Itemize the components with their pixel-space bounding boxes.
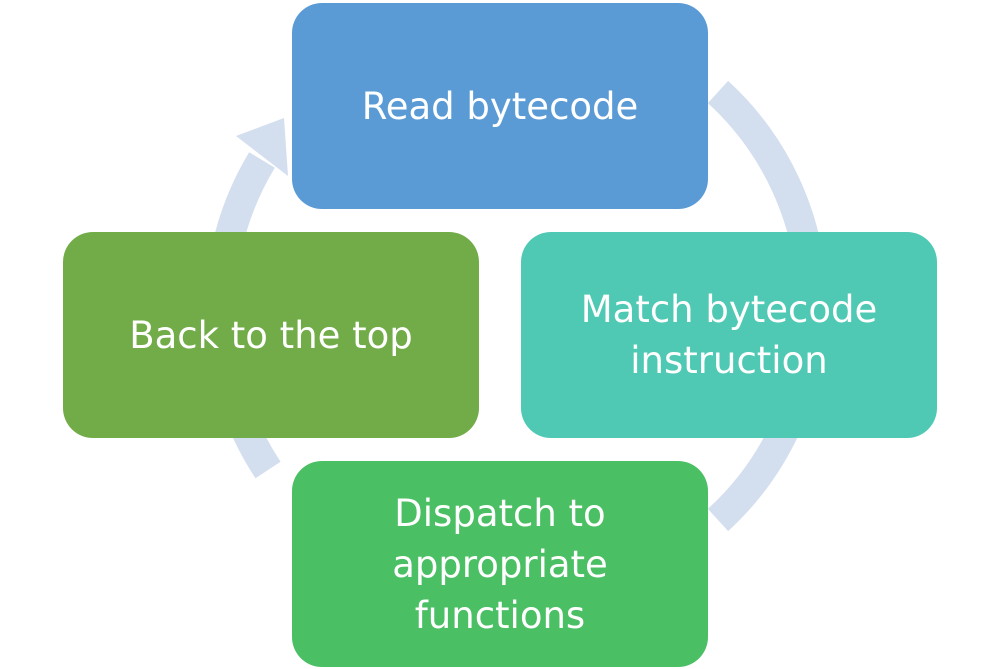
step-label: Back to the top	[129, 313, 413, 357]
step-dispatch-functions: Dispatch to appropriate functions	[292, 461, 708, 667]
step-back-to-top: Back to the top	[63, 232, 479, 438]
cycle-arrow-head	[236, 118, 288, 176]
step-label: Dispatch to appropriate functions	[392, 491, 608, 637]
step-label: Read bytecode	[361, 84, 639, 128]
step-label: Match bytecode instruction	[580, 288, 878, 382]
step-read-bytecode: Read bytecode	[292, 3, 708, 209]
step-match-instruction: Match bytecode instruction	[521, 232, 937, 438]
